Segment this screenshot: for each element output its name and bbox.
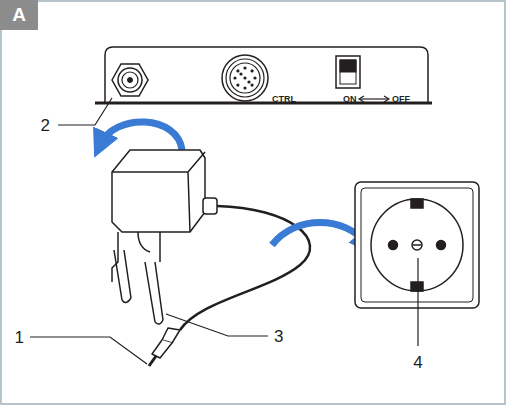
callout-number: 4	[413, 354, 422, 371]
leader-lines	[30, 98, 418, 364]
figure-letter: A	[12, 4, 26, 26]
switch-label: OFF	[392, 95, 410, 104]
power-adapter	[112, 150, 310, 366]
plug-arrow	[272, 223, 368, 246]
wall-socket	[355, 182, 479, 308]
callout-number: 2	[41, 117, 50, 134]
insert-arrow	[100, 122, 182, 150]
callout-number: 1	[15, 329, 24, 346]
callout-number: 3	[274, 328, 283, 345]
figure-badge: A	[0, 0, 38, 30]
device-panel	[95, 47, 432, 103]
connector-label: CTRL	[272, 95, 296, 104]
switch-label: ON	[343, 95, 357, 104]
